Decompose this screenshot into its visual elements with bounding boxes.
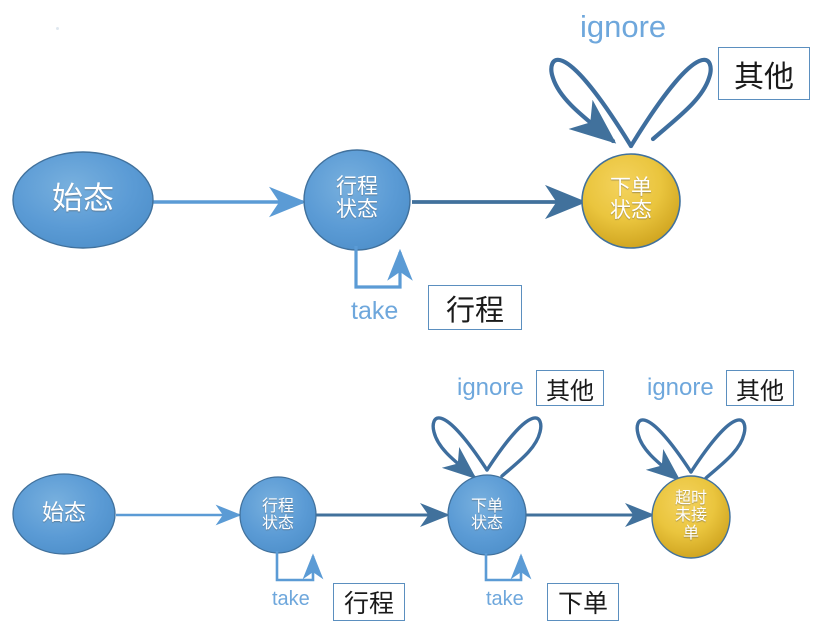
bottom-ignore-timeout-self-loop — [635, 418, 747, 482]
node-top-order[interactable] — [581, 153, 681, 249]
node-bottom-timeout[interactable] — [651, 475, 731, 559]
bottom-other-token-box-timeout: 其他 — [726, 370, 794, 406]
bottom-take-trip-label: take — [272, 588, 310, 610]
bottom-ignore-timeout-label: ignore — [647, 374, 714, 401]
top-ignore-self-loop — [549, 57, 713, 149]
bottom-take-order-self-loop — [484, 553, 532, 582]
top-take-label: take — [351, 297, 399, 325]
node-bottom-start[interactable] — [12, 473, 116, 555]
top-other-token-box: 其他 — [718, 47, 810, 100]
top-ignore-label: ignore — [580, 9, 667, 44]
bottom-ignore-order-label: ignore — [457, 374, 524, 401]
bottom-order-token-box: 下单 — [547, 583, 619, 621]
bottom-other-token-box-order: 其他 — [536, 370, 604, 406]
bottom-take-order-label: take — [486, 588, 524, 610]
node-top-start[interactable] — [12, 151, 154, 249]
top-trip-token-box: 行程 — [428, 285, 522, 330]
bottom-take-trip-self-loop — [275, 551, 324, 582]
node-bottom-trip[interactable] — [239, 476, 317, 554]
bottom-trip-token-box: 行程 — [333, 583, 405, 621]
stray-speck — [56, 27, 59, 30]
top-take-self-loop — [354, 246, 413, 289]
node-bottom-order[interactable] — [447, 474, 527, 556]
bottom-ignore-order-self-loop — [431, 416, 543, 480]
node-top-trip[interactable] — [303, 149, 411, 251]
